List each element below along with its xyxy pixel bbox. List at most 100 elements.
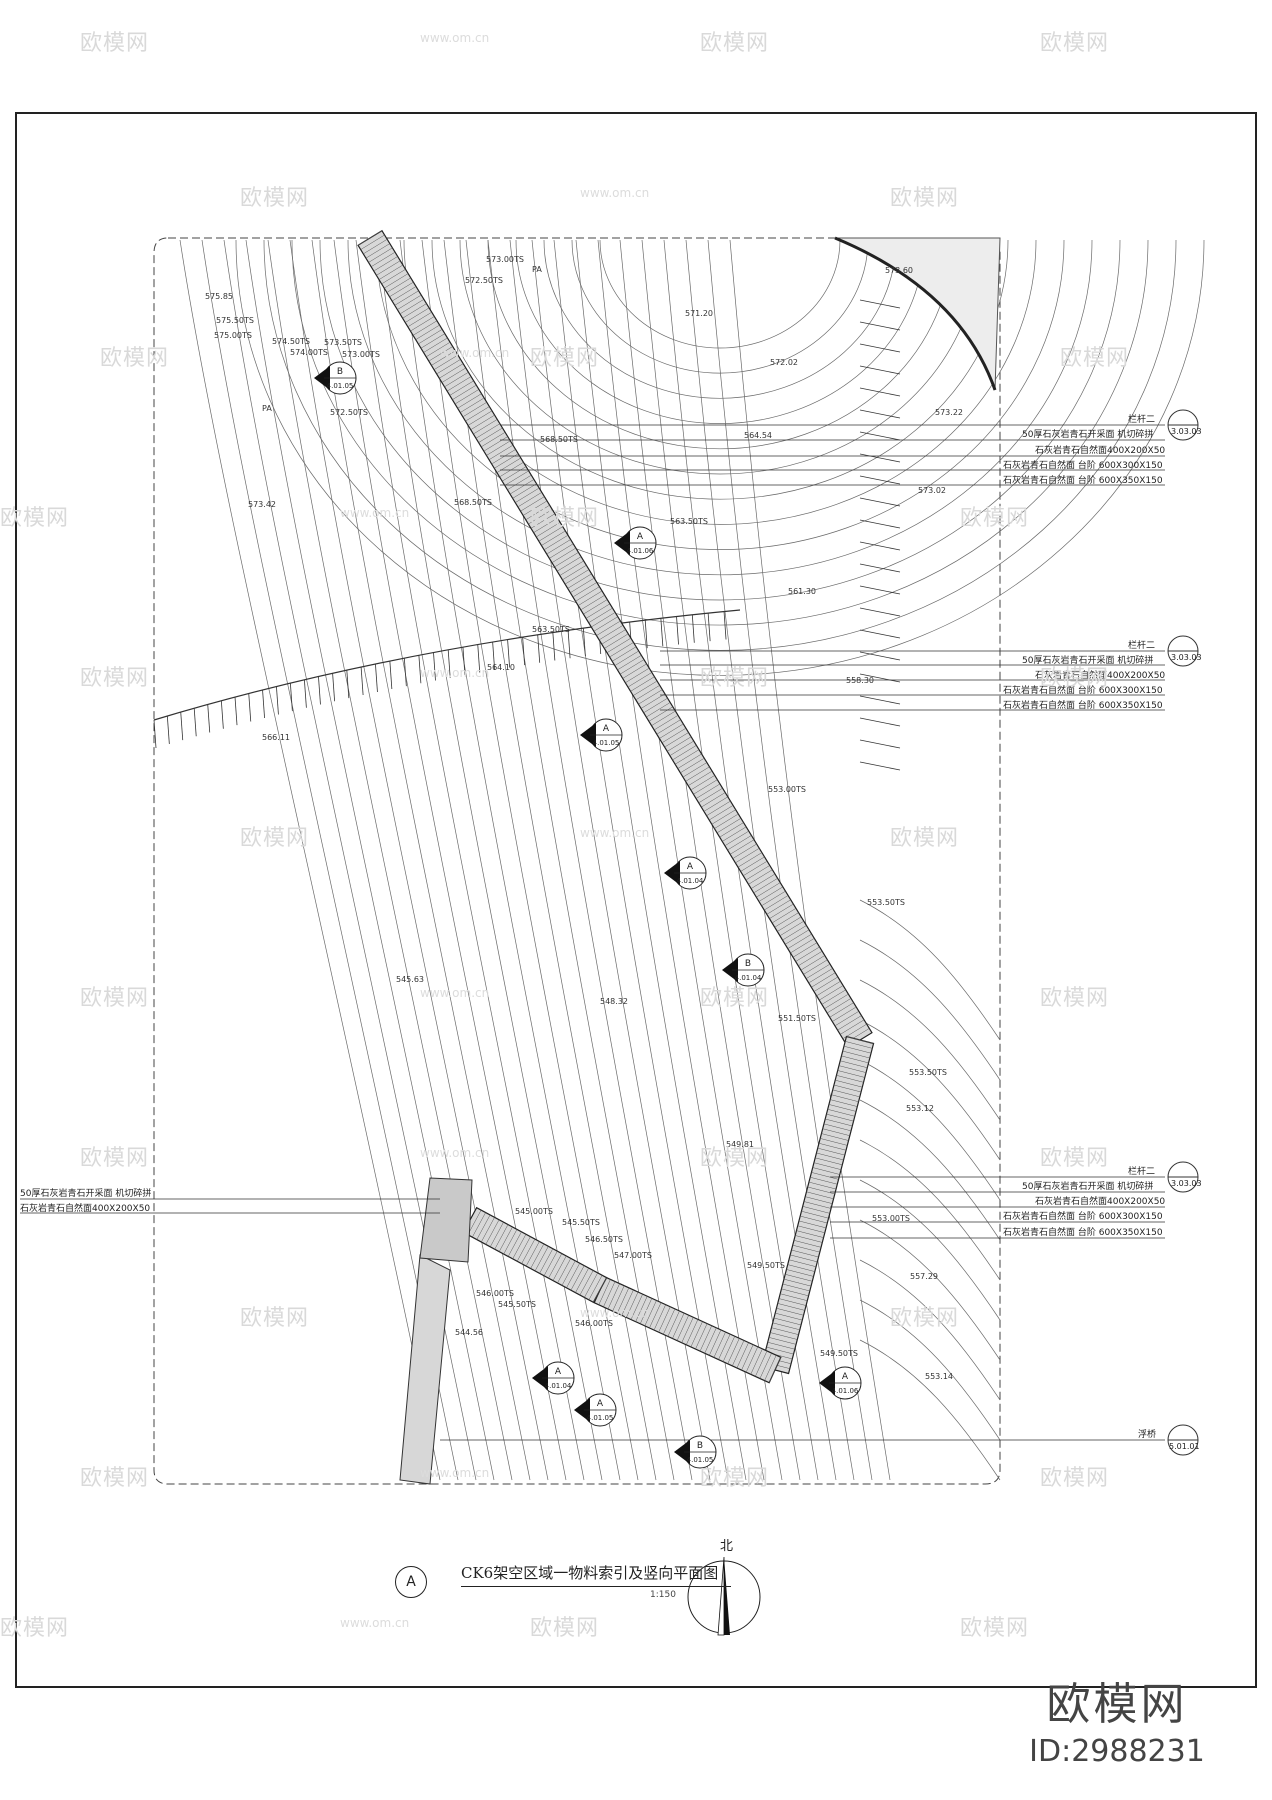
walkway-tread bbox=[483, 436, 508, 452]
hachure bbox=[262, 689, 265, 719]
hachure bbox=[567, 630, 571, 659]
contour-arc bbox=[543, 239, 897, 399]
section-mark: A4.01.05 bbox=[580, 718, 623, 752]
walkway-tread bbox=[439, 363, 464, 379]
walkway-tread bbox=[621, 1289, 634, 1316]
walkway-tread bbox=[598, 625, 624, 641]
walkway-tread bbox=[584, 1272, 598, 1298]
hachure bbox=[303, 679, 307, 708]
walkway-tread bbox=[783, 1278, 812, 1287]
walkway-tread bbox=[580, 595, 605, 611]
walkway-tread bbox=[750, 873, 776, 889]
walkway-tread bbox=[837, 1015, 862, 1031]
walkway-tread bbox=[630, 676, 655, 692]
walkway-tread bbox=[504, 470, 529, 486]
walkway-tread bbox=[583, 599, 608, 615]
note-railing-2: 栏杆二 bbox=[1128, 641, 1156, 651]
walkway-tread bbox=[779, 920, 804, 937]
walkway-tread bbox=[835, 1079, 863, 1088]
section-letter: B bbox=[337, 367, 343, 377]
walkway-tread bbox=[826, 998, 852, 1014]
section-code: 4.01.06 bbox=[832, 1387, 859, 1395]
walkway-tread bbox=[842, 1050, 870, 1059]
hachure-east bbox=[859, 585, 901, 595]
walkway-tread bbox=[509, 479, 535, 495]
walkway-tread bbox=[601, 629, 626, 645]
contour-line bbox=[729, 239, 891, 1481]
walkway-tread bbox=[578, 590, 603, 606]
walkway-tread bbox=[770, 1332, 798, 1340]
contour-arc bbox=[459, 239, 981, 475]
walkway-tread bbox=[475, 423, 500, 439]
walkway-tread bbox=[626, 1291, 639, 1318]
walkway-tread bbox=[630, 1294, 643, 1320]
elevation-label: 551.50TS bbox=[778, 1014, 816, 1023]
note-stone-1: 石灰岩青石自然面400X200X50 bbox=[1035, 446, 1166, 456]
hachure bbox=[492, 641, 496, 671]
contour-line bbox=[531, 239, 729, 1481]
walkway-tread bbox=[737, 852, 763, 868]
walkway-tread bbox=[402, 303, 427, 319]
contour-line-east bbox=[859, 1099, 1001, 1241]
walkway-tread bbox=[820, 1138, 848, 1146]
walkway-tread bbox=[447, 376, 472, 392]
note-step-b-3: 石灰岩青石自然面 台阶 600X350X150 bbox=[1003, 1228, 1163, 1238]
contour-line-east bbox=[859, 979, 1001, 1121]
walkway-tread bbox=[825, 1118, 853, 1127]
walkway-tread bbox=[481, 432, 506, 448]
walkway-tread bbox=[695, 1323, 708, 1350]
walkway-tread bbox=[465, 406, 490, 422]
hachure bbox=[389, 661, 393, 690]
walkway-tread bbox=[525, 504, 550, 520]
walkway-tread bbox=[548, 1253, 563, 1279]
walkway-tread bbox=[716, 818, 742, 834]
hachure bbox=[507, 639, 510, 668]
section-mark: A 4.01.05 bbox=[574, 1393, 617, 1427]
walkway-tread bbox=[616, 1287, 630, 1314]
title-index-circle: A bbox=[395, 1566, 427, 1598]
walkway-tread bbox=[667, 1310, 680, 1337]
north-label: 北 bbox=[720, 1539, 734, 1554]
elevation-label: 573.42 bbox=[248, 500, 276, 509]
section-mark: B4.01.05 bbox=[674, 1435, 717, 1469]
walkway-tread bbox=[507, 1231, 522, 1257]
hachure-east bbox=[859, 453, 901, 463]
walkway-tread bbox=[766, 1346, 794, 1355]
walkway-tread bbox=[764, 895, 789, 911]
elevation-label: 546.00TS bbox=[575, 1319, 613, 1328]
walkway-tread bbox=[593, 1277, 607, 1303]
section-letter: B bbox=[745, 959, 751, 969]
hachure bbox=[537, 634, 541, 663]
contour-line bbox=[685, 239, 855, 1481]
walkway-tread bbox=[635, 685, 660, 701]
walkway-tread bbox=[552, 1255, 567, 1281]
walkway-tread bbox=[528, 509, 553, 525]
elevation-label: 575.85 bbox=[205, 292, 233, 301]
walkway-tread bbox=[462, 402, 487, 418]
walkway-tread bbox=[368, 247, 393, 263]
section-code: 4.01.04 bbox=[735, 974, 762, 982]
walkway-tread bbox=[428, 346, 453, 362]
walkway-tread bbox=[776, 1308, 804, 1316]
section-letter: A bbox=[597, 1399, 604, 1409]
elevation-label: 575.50TS bbox=[216, 316, 254, 325]
hachure bbox=[433, 652, 436, 681]
walkway-tread bbox=[786, 1269, 814, 1277]
walkway-tread bbox=[785, 1274, 813, 1282]
walkway-tread bbox=[481, 1217, 495, 1243]
walkway-tread bbox=[722, 826, 747, 842]
section-code: 4.01.05 bbox=[587, 1414, 614, 1422]
walkway-tread bbox=[828, 1104, 857, 1112]
walkway-tread bbox=[805, 963, 831, 979]
walkway-tread bbox=[778, 1298, 807, 1306]
walkway-tread bbox=[588, 607, 613, 623]
walkway-tread bbox=[821, 1133, 849, 1141]
walkway-tread bbox=[405, 307, 430, 323]
hachure-east bbox=[859, 651, 901, 661]
walkway-tread bbox=[649, 1302, 662, 1329]
walkway-tread bbox=[521, 1238, 536, 1264]
walkway-tread bbox=[718, 1334, 731, 1360]
walkway-tread bbox=[436, 359, 461, 375]
walkway-tread bbox=[795, 1235, 823, 1243]
north-arrow bbox=[687, 1556, 761, 1636]
